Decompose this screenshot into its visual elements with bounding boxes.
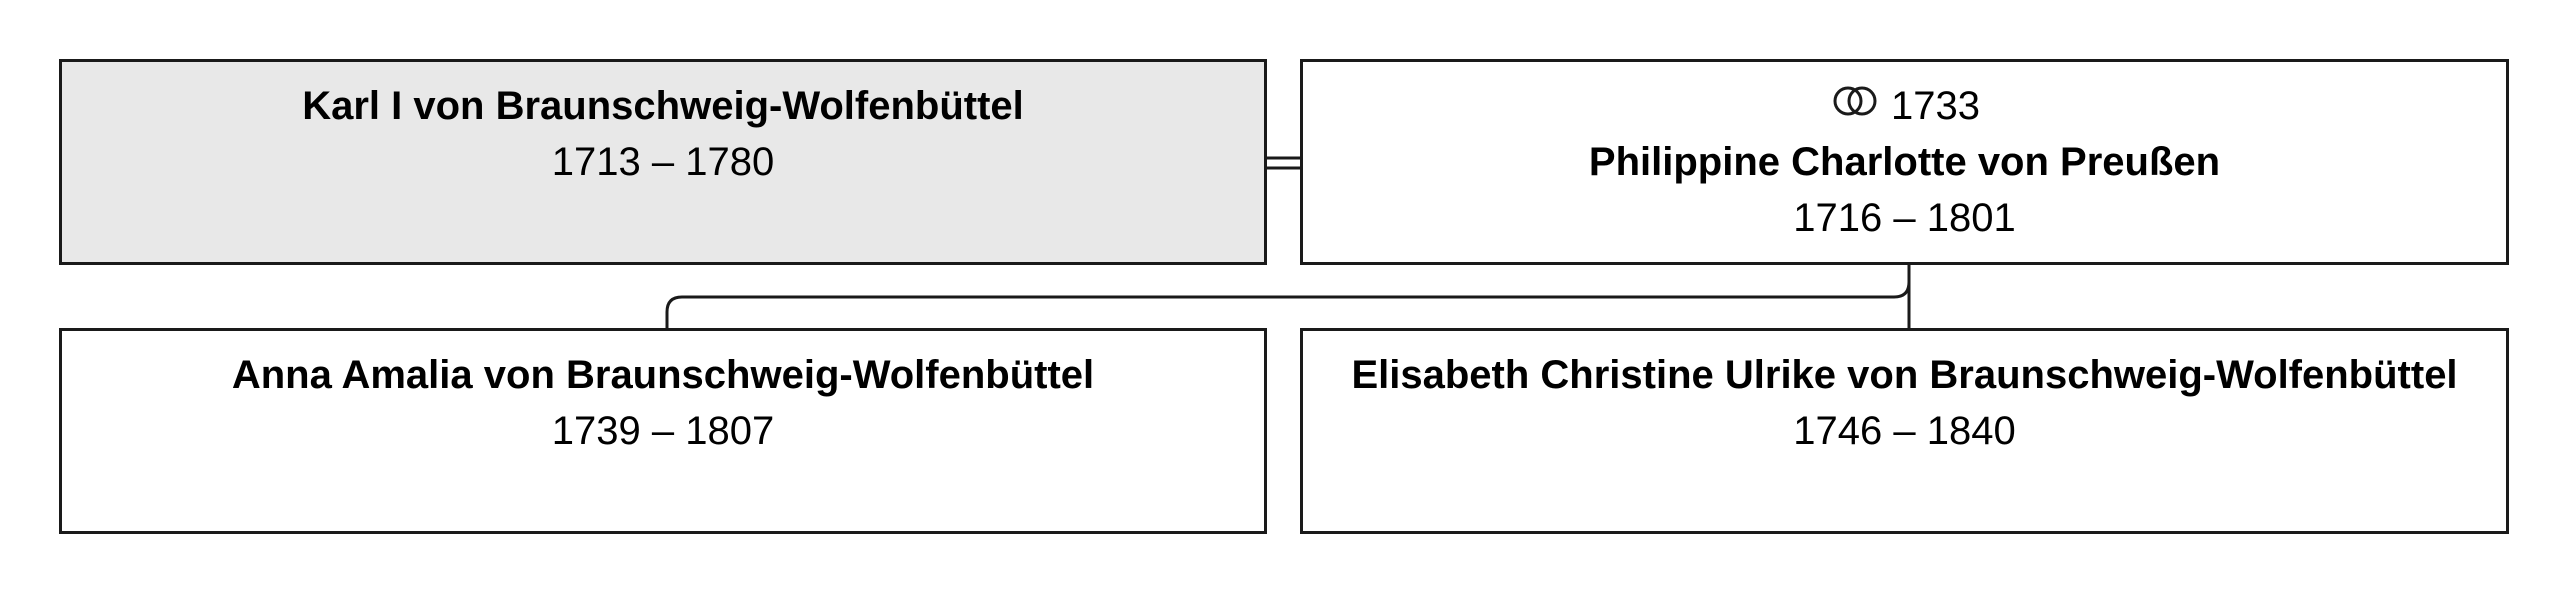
person-box-philippine[interactable]: 1733 Philippine Charlotte von Preußen 17… [1300, 59, 2509, 265]
person-years: 1716 – 1801 [1793, 196, 2016, 240]
person-years: 1713 – 1780 [551, 140, 775, 184]
person-name: Elisabeth Christine Ulrike von Braunschw… [1351, 353, 2458, 397]
person-box-anna-amalia[interactable]: Anna Amalia von Braunschweig-Wolfenbütte… [59, 328, 1267, 534]
marriage-year: 1733 [1891, 84, 1980, 128]
person-name: Anna Amalia von Braunschweig-Wolfenbütte… [231, 353, 1095, 397]
person-years: 1739 – 1807 [551, 409, 775, 453]
person-name: Karl I von Braunschweig-Wolfenbüttel [302, 84, 1024, 128]
person-years: 1746 – 1840 [1793, 409, 2016, 453]
person-box-elisabeth-christine[interactable]: Elisabeth Christine Ulrike von Braunschw… [1300, 328, 2509, 534]
person-box-karl[interactable]: Karl I von Braunschweig-Wolfenbüttel 171… [59, 59, 1267, 265]
marriage-info: 1733 [1829, 78, 1980, 134]
marriage-rings-icon [1829, 78, 1881, 134]
descent-line-child-1 [665, 265, 1911, 328]
person-name: Philippine Charlotte von Preußen [1588, 140, 2221, 184]
